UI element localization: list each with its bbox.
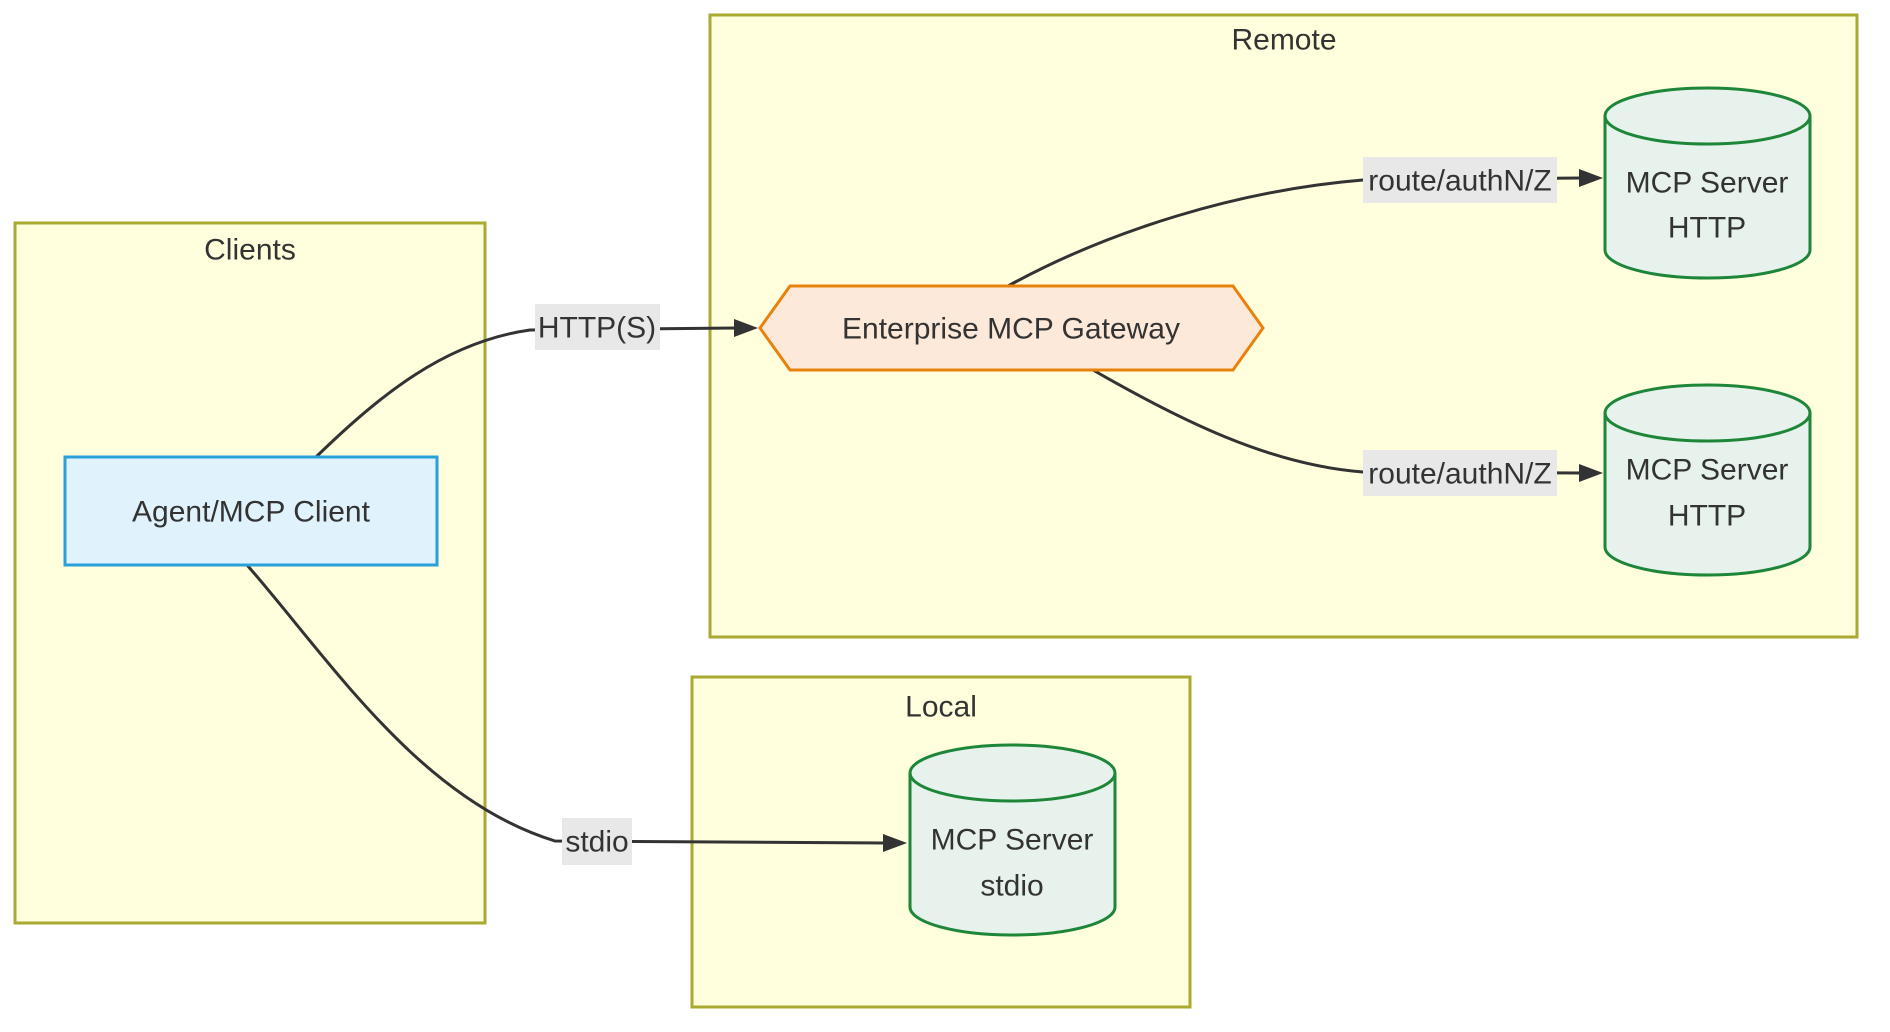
node-enterprise-mcp-gateway: Enterprise MCP Gateway <box>758 284 1265 372</box>
edge-https-arrowhead-icon <box>734 319 758 337</box>
node-mcp-server-http-bottom: MCP Server HTTP <box>1603 383 1812 577</box>
node-mcp-server-http-bottom-label-line1: MCP Server <box>1626 454 1789 487</box>
edge-stdio-arrowhead-icon <box>883 834 907 852</box>
edge-label-route-bottom: route/authN/Z <box>1363 450 1557 496</box>
node-mcp-server-stdio-body <box>908 773 1117 937</box>
node-mcp-server-stdio: MCP Server stdio <box>908 743 1117 937</box>
edge-label-route-bottom-bg <box>1363 450 1557 496</box>
edge-label-route-top-bg <box>1363 157 1557 203</box>
group-remote-title: Remote <box>1231 24 1336 57</box>
node-mcp-server-http-top-label-line2: HTTP <box>1668 212 1746 245</box>
edge-route-bottom-arrowhead-icon <box>1579 464 1603 482</box>
group-local-title: Local <box>905 691 977 724</box>
node-mcp-server-http-top-body <box>1603 116 1812 280</box>
edge-route-top-arrowhead-icon <box>1579 169 1603 187</box>
node-mcp-server-stdio-label-line1: MCP Server <box>931 824 1094 857</box>
edge-label-https-text: HTTP(S) <box>538 312 656 345</box>
node-mcp-server-stdio-label-line2: stdio <box>980 870 1043 903</box>
edge-label-route-top-text: route/authN/Z <box>1368 165 1551 198</box>
edge-label-route-bottom-text: route/authN/Z <box>1368 458 1551 491</box>
node-enterprise-mcp-gateway-hexagon <box>758 284 1265 372</box>
node-agent-mcp-client: Agent/MCP Client <box>63 455 439 567</box>
node-enterprise-mcp-gateway-label: Enterprise MCP Gateway <box>842 313 1180 346</box>
edge-route-top <box>1007 176 1582 288</box>
node-mcp-server-stdio-rim <box>908 743 1117 803</box>
node-mcp-server-http-bottom-rim <box>1603 383 1812 443</box>
edge-route-bottom <box>1092 368 1582 475</box>
edge-label-route-top: route/authN/Z <box>1363 157 1557 203</box>
edge-stdio <box>245 564 886 845</box>
group-clients-title: Clients <box>204 234 296 267</box>
node-mcp-server-http-bottom-label-line2: HTTP <box>1668 500 1746 533</box>
edge-label-stdio-text: stdio <box>565 826 628 859</box>
group-clients <box>13 221 487 925</box>
node-mcp-server-http-bottom-body <box>1603 413 1812 577</box>
edge-https <box>314 326 737 459</box>
edge-label-stdio: stdio <box>562 818 632 865</box>
node-mcp-server-http-top-rim <box>1603 86 1812 146</box>
edge-label-stdio-bg <box>562 818 632 865</box>
edge-label-https: HTTP(S) <box>535 304 660 350</box>
node-agent-mcp-client-box <box>63 455 439 567</box>
node-mcp-server-http-top-label-line1: MCP Server <box>1626 167 1789 200</box>
edge-label-https-bg <box>535 304 660 350</box>
node-mcp-server-http-top: MCP Server HTTP <box>1603 86 1812 280</box>
node-agent-mcp-client-label: Agent/MCP Client <box>132 496 371 529</box>
